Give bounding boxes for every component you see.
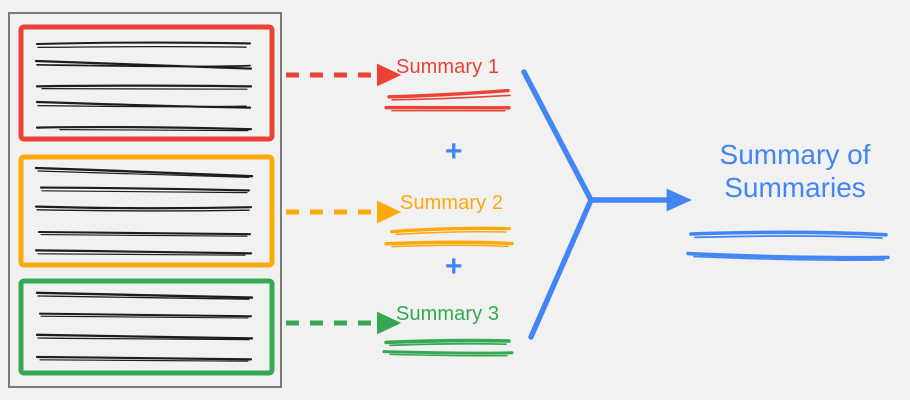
summary-1-squiggles (384, 88, 511, 112)
document-chunk-2[interactable] (18, 154, 275, 268)
summary-2-squiggles (384, 226, 514, 248)
summary-1-label: Summary 1 (396, 56, 500, 78)
final-summary-line-1: Summary of (719, 139, 871, 170)
plus-operator-2: + (445, 250, 463, 283)
document-panel (8, 12, 282, 388)
final-summary-label: Summary of Summaries (699, 138, 891, 204)
summary-3-squiggles (382, 338, 514, 357)
chunk-3-text-lines (35, 291, 254, 362)
chunk-3-border (18, 278, 275, 376)
summary-3-label: Summary 3 (396, 303, 500, 325)
final-summary-squiggles (686, 230, 890, 262)
document-chunk-1[interactable] (18, 24, 275, 142)
chunk-2-border (18, 154, 275, 268)
chunk-1-border (18, 24, 275, 142)
chunk-1-text-lines (34, 41, 253, 132)
final-summary-line-2: Summaries (724, 172, 866, 203)
merge-arrow-blue (521, 69, 692, 340)
plus-operator-1: + (445, 135, 463, 168)
document-chunk-3[interactable] (18, 278, 275, 376)
chunk-2-text-lines (34, 166, 254, 256)
summary-2-label: Summary 2 (400, 192, 504, 214)
